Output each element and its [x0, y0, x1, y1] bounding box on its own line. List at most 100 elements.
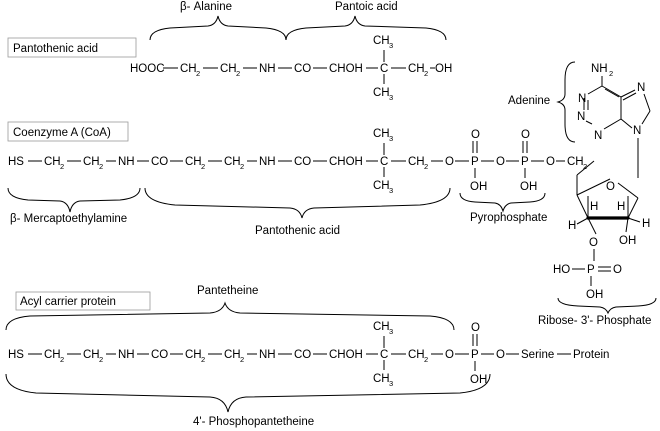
svg-text:N: N — [577, 111, 585, 123]
pantothenic-acid-label: Pantothenic acid — [13, 43, 98, 55]
svg-text:CH: CH — [44, 156, 61, 168]
svg-text:2: 2 — [201, 162, 205, 171]
svg-text:CH: CH — [224, 349, 241, 361]
svg-text:C: C — [380, 156, 388, 168]
beta-alanine-brace — [149, 15, 287, 41]
pantothenic-acid-brace-label: Pantothenic acid — [255, 225, 340, 237]
svg-text:O: O — [521, 129, 530, 141]
svg-text:OH: OH — [586, 289, 603, 301]
adenine-label: Adenine — [508, 95, 550, 107]
svg-text:CH: CH — [408, 63, 425, 75]
pantoic-acid-label: Pantoic acid — [335, 1, 398, 13]
svg-text:Protein: Protein — [573, 349, 609, 361]
svg-text:3: 3 — [389, 186, 393, 195]
svg-text:O: O — [445, 156, 454, 168]
svg-text:2: 2 — [99, 355, 103, 364]
ribose-phosphate-brace — [557, 297, 657, 315]
svg-text:CH: CH — [373, 87, 390, 99]
svg-text:CH: CH — [220, 63, 237, 75]
svg-text:CH: CH — [567, 156, 584, 168]
svg-text:CO: CO — [294, 63, 311, 75]
svg-text:3: 3 — [389, 134, 393, 143]
svg-text:CO: CO — [294, 349, 311, 361]
svg-text:CO: CO — [151, 156, 168, 168]
svg-text:N: N — [633, 125, 641, 137]
svg-text:O: O — [496, 156, 505, 168]
svg-text:CH: CH — [408, 156, 425, 168]
svg-text:2: 2 — [99, 162, 103, 171]
svg-text:2: 2 — [609, 69, 613, 78]
svg-text:CH: CH — [185, 349, 202, 361]
svg-text:2: 2 — [240, 162, 244, 171]
svg-text:2: 2 — [60, 355, 64, 364]
pantothenic-acid-box — [7, 37, 137, 58]
svg-text:O: O — [613, 264, 622, 276]
svg-text:2: 2 — [424, 162, 428, 171]
svg-text:2: 2 — [201, 355, 205, 364]
svg-text:O: O — [546, 156, 555, 168]
svg-text:HOOC: HOOC — [130, 63, 165, 75]
svg-text:CH: CH — [373, 321, 390, 333]
svg-text:OH: OH — [619, 235, 636, 247]
svg-text:2: 2 — [583, 162, 587, 171]
phosphopantetheine-label: 4'- Phosphopantetheine — [193, 416, 314, 428]
svg-text:P: P — [471, 156, 479, 168]
svg-text:C: C — [380, 63, 388, 75]
pyrophosphate-label: Pyrophosphate — [470, 212, 547, 224]
beta-mercaptoethylamine-label: β- Mercaptoethylamine — [10, 213, 127, 225]
svg-text:CH: CH — [373, 373, 390, 385]
svg-text:O: O — [445, 349, 454, 361]
pantothenic-acid-brace — [144, 187, 451, 219]
svg-text:2: 2 — [236, 69, 240, 78]
svg-text:H: H — [642, 218, 650, 230]
svg-text:CO: CO — [294, 156, 311, 168]
svg-text:OH: OH — [520, 181, 537, 193]
svg-text:CHOH: CHOH — [329, 63, 363, 75]
svg-text:CH: CH — [373, 180, 390, 192]
svg-text:CH: CH — [44, 349, 61, 361]
svg-text:3: 3 — [389, 327, 393, 336]
adenine-brace — [556, 61, 576, 143]
svg-text:HS: HS — [8, 156, 24, 168]
svg-text:P: P — [471, 349, 479, 361]
svg-text:OH: OH — [435, 63, 452, 75]
svg-text:3: 3 — [389, 379, 393, 388]
acp-label: Acyl carrier protein — [20, 296, 116, 308]
ribose-phosphate-label: Ribose- 3'- Phosphate — [538, 315, 651, 327]
svg-text:CO: CO — [151, 349, 168, 361]
svg-text:H: H — [590, 201, 598, 213]
beta-alanine-label: β- Alanine — [180, 1, 232, 13]
phosphopantetheine-brace — [5, 373, 491, 413]
svg-text:CH: CH — [373, 128, 390, 140]
svg-text:CH: CH — [224, 156, 241, 168]
svg-text:2: 2 — [240, 355, 244, 364]
svg-text:NH: NH — [259, 349, 276, 361]
svg-text:P: P — [521, 156, 529, 168]
svg-text:C: C — [380, 349, 388, 361]
pantoic-acid-brace — [285, 15, 447, 41]
svg-text:NH: NH — [259, 156, 276, 168]
coa-label: Coenzyme A (CoA) — [13, 127, 111, 139]
svg-text:CH: CH — [185, 156, 202, 168]
svg-text:NH: NH — [118, 349, 135, 361]
svg-text:P: P — [587, 264, 595, 276]
coa-box — [7, 121, 129, 142]
svg-text:H: H — [617, 201, 625, 213]
svg-text:O: O — [589, 237, 598, 249]
svg-text:2: 2 — [60, 162, 64, 171]
pantetheine-brace — [5, 301, 455, 331]
ribose-ring: O H H H H O OH HO P O OH — [553, 138, 650, 301]
svg-text:O: O — [471, 322, 480, 334]
pyrophosphate-brace — [459, 192, 546, 213]
svg-text:O: O — [471, 129, 480, 141]
svg-text:3: 3 — [389, 41, 393, 50]
svg-text:CH: CH — [180, 63, 197, 75]
svg-text:CH: CH — [83, 349, 100, 361]
svg-text:Serine: Serine — [521, 349, 554, 361]
svg-text:OH: OH — [470, 374, 487, 386]
